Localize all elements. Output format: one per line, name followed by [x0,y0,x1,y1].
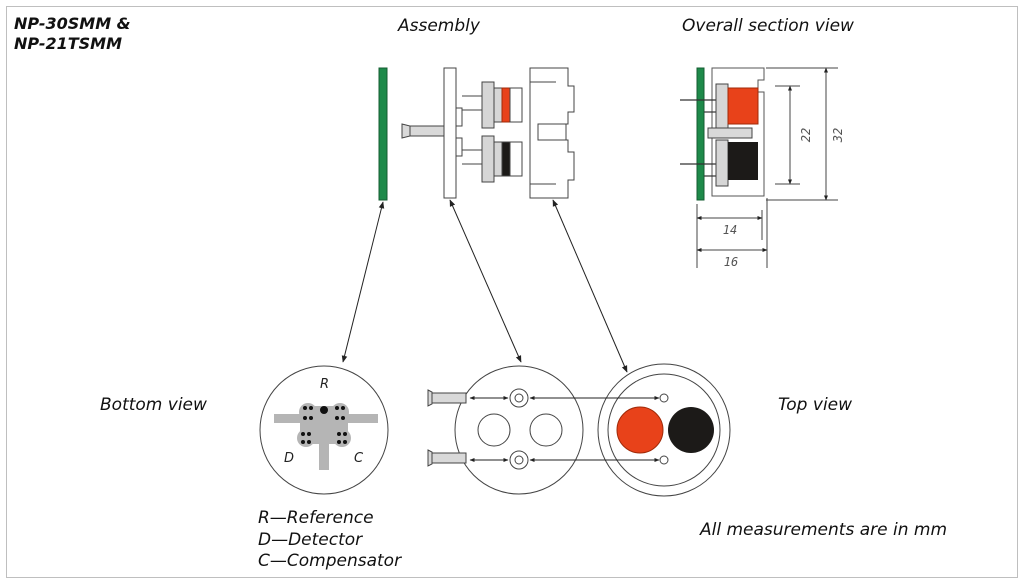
dimension-32 [766,67,838,201]
bottom-pins [301,406,347,444]
legend-reference: R—Reference [258,508,374,528]
bottom-view-drawing: R D C [259,365,389,495]
assembly-drawing [378,67,575,201]
base-plate [443,67,463,199]
housing-screw-hole [537,123,567,141]
legend-compensator: C—Compensator [258,551,402,571]
detector-sensor [462,135,523,183]
dimension-16 [696,198,768,268]
screw [401,123,445,139]
pin-label-d: D [284,451,294,466]
base-plate-view [427,365,584,495]
section-view-drawing: 22 32 14 16 [680,67,845,269]
top-view-drawing [597,363,731,497]
figure-frame [6,6,1018,578]
title-line-1: NP-30SMM & [14,14,131,33]
legend-detector: D—Detector [258,530,363,550]
dimension-14 [696,204,763,268]
top-view-heading: Top view [778,395,853,415]
dimension-16-label: 16 [724,255,738,269]
dimension-22 [775,85,800,185]
dimension-32-label: 32 [831,128,845,143]
top-view-reference-window [616,406,664,454]
bottom-view-heading: Bottom view [100,395,207,415]
section-reference-element [727,87,759,125]
top-view-detector-window [668,407,714,453]
connector-arrows [341,199,660,462]
reference-sensor [462,81,523,129]
pin-label-r: R [320,377,329,392]
pin-label-c: C [354,451,364,466]
housing-cap [529,67,575,199]
section-pcb [696,67,705,201]
dimension-22-label: 22 [799,128,813,142]
section-detector-element [728,142,758,180]
section-screw [707,127,753,139]
title-line-2: NP-21TSMM [14,34,123,53]
section-view-heading: Overall section view [682,16,854,36]
assembly-heading: Assembly [398,16,480,36]
measurement-note: All measurements are in mm [700,520,948,540]
pcb-board [378,67,388,201]
dimension-14-label: 14 [723,223,737,237]
